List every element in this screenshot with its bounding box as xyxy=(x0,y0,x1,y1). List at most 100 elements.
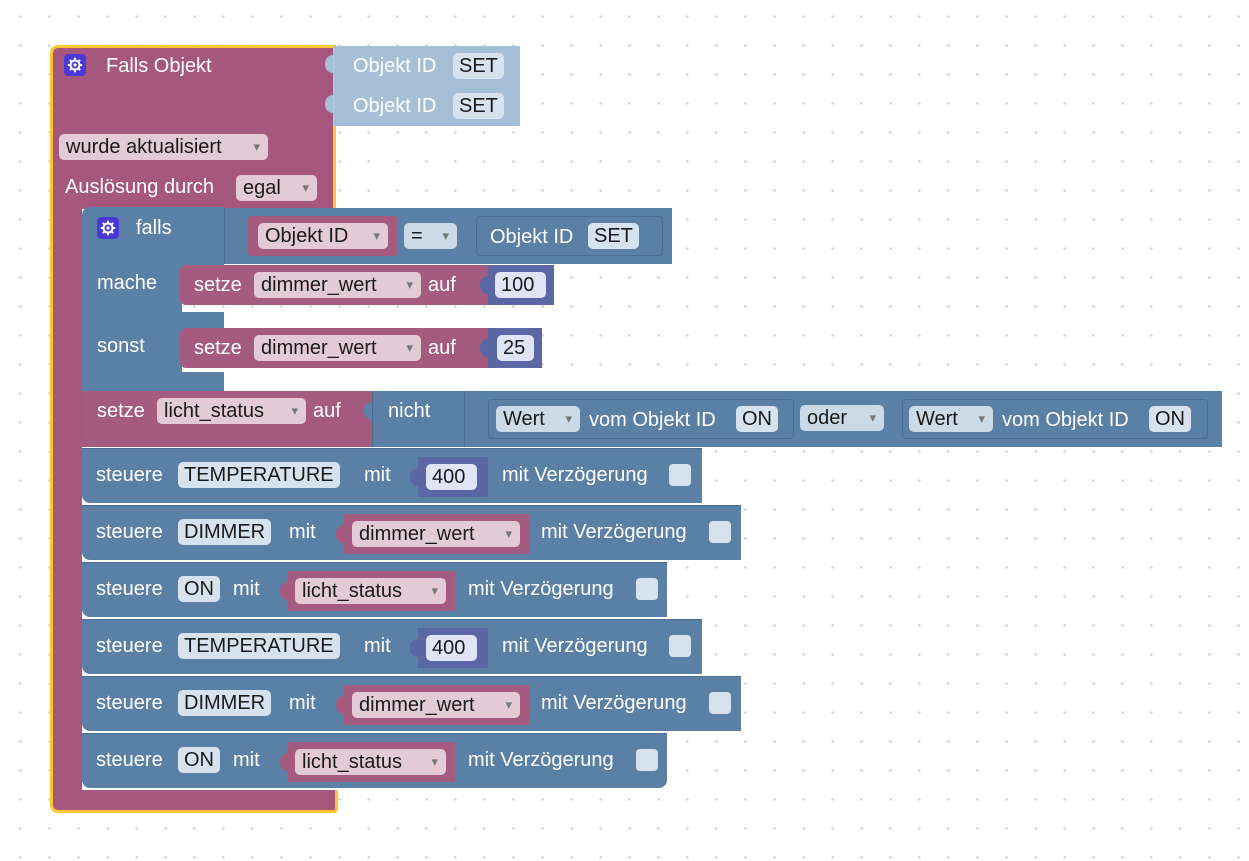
not-block[interactable] xyxy=(372,391,464,447)
set-then-var-dropdown[interactable]: dimmer_wert xyxy=(254,272,421,298)
trigger-block-spine xyxy=(50,205,82,795)
set-status-var-dropdown[interactable]: licht_status xyxy=(157,398,306,424)
value-of-value-1: Wert xyxy=(503,408,545,430)
control-delay-label: mit Verzögerung xyxy=(541,692,687,714)
control-value-notch xyxy=(280,753,288,771)
value-of-value-2: Wert xyxy=(916,408,958,430)
control-target-field[interactable]: ON xyxy=(178,747,220,773)
do-label: mache xyxy=(97,272,158,294)
not-block-notch xyxy=(364,402,372,420)
or-block-notch xyxy=(456,402,464,420)
control-value-notch xyxy=(410,639,418,657)
else-label: sonst xyxy=(97,335,145,357)
set-else-to-label: auf xyxy=(428,337,456,359)
compare-left-value: Objekt ID xyxy=(265,225,349,247)
control-delay-checkbox[interactable] xyxy=(709,692,731,714)
trigger-gear-icon[interactable] xyxy=(64,54,86,76)
set-else-var-value: dimmer_wert xyxy=(261,337,377,359)
control-with-label: mit xyxy=(364,464,391,486)
set-then-var-value: dimmer_wert xyxy=(261,274,377,296)
set-then-value-field[interactable]: 100 xyxy=(495,272,546,298)
control-target-field[interactable]: TEMPERATURE xyxy=(178,462,340,488)
control-delay-label: mit Verzögerung xyxy=(541,521,687,543)
control-delay-checkbox[interactable] xyxy=(636,578,658,600)
control-value-field[interactable]: 400 xyxy=(426,464,477,490)
or-value: oder xyxy=(807,407,848,429)
control-value-dropdown[interactable]: licht_status xyxy=(295,578,446,604)
value-of-dropdown-1[interactable]: Wert xyxy=(496,406,580,432)
compare-right-label: Objekt ID xyxy=(490,226,574,248)
control-label: steuere xyxy=(96,749,163,771)
set-status-var-value: licht_status xyxy=(164,400,265,422)
operator-dropdown[interactable]: = xyxy=(404,223,457,249)
value-of-id-field-1[interactable]: ON xyxy=(736,406,778,432)
trigger-by-dropdown[interactable]: egal xyxy=(236,175,317,201)
operator-value: = xyxy=(411,225,423,247)
if-label: falls xyxy=(136,217,172,239)
control-value-notch xyxy=(410,468,418,486)
value-of-label-2: vom Objekt ID xyxy=(1002,409,1129,431)
control-delay-checkbox[interactable] xyxy=(669,635,691,657)
control-value-text: dimmer_wert xyxy=(359,523,475,545)
trigger-block-frame-right xyxy=(333,45,336,209)
set-else-label: setze xyxy=(194,337,242,359)
control-value-dropdown[interactable]: dimmer_wert xyxy=(352,521,520,547)
control-with-label: mit xyxy=(364,635,391,657)
trigger-id-field-2[interactable]: SET xyxy=(453,93,504,119)
compare-right-field[interactable]: SET xyxy=(588,223,639,249)
control-delay-label: mit Verzögerung xyxy=(468,749,614,771)
control-label: steuere xyxy=(96,635,163,657)
control-delay-checkbox[interactable] xyxy=(669,464,691,486)
control-value-text: licht_status xyxy=(302,580,403,602)
control-block[interactable]: steuere ON mit licht_status mit Verzöger… xyxy=(82,733,667,788)
set-then-to-label: auf xyxy=(428,274,456,296)
trigger-block-footer xyxy=(50,790,338,813)
set-then-notch xyxy=(480,276,488,294)
set-then-label: setze xyxy=(194,274,242,296)
trigger-id-label-2: Objekt ID xyxy=(353,95,437,117)
control-delay-label: mit Verzögerung xyxy=(468,578,614,600)
trigger-input-notch-2 xyxy=(325,95,333,113)
trigger-id-field-1[interactable]: SET xyxy=(453,53,504,79)
trigger-block-header[interactable] xyxy=(50,45,336,209)
control-block[interactable]: steuere ON mit licht_status mit Verzöger… xyxy=(82,562,667,617)
control-target-field[interactable]: DIMMER xyxy=(178,519,272,545)
control-block[interactable]: steuere DIMMER mit dimmer_wert mit Verzö… xyxy=(82,676,741,731)
value-of-label-1: vom Objekt ID xyxy=(589,409,716,431)
or-dropdown[interactable]: oder xyxy=(800,405,884,431)
control-target-field[interactable]: TEMPERATURE xyxy=(178,633,340,659)
control-label: steuere xyxy=(96,464,163,486)
trigger-by-value: egal xyxy=(243,177,281,199)
if-input-notch xyxy=(216,226,224,244)
control-target-field[interactable]: DIMMER xyxy=(178,690,272,716)
if-block-bottom-bar xyxy=(82,372,224,394)
control-value-dropdown[interactable]: dimmer_wert xyxy=(352,692,520,718)
if-block-else-bar xyxy=(82,312,224,330)
value-of-id-field-2[interactable]: ON xyxy=(1149,406,1191,432)
set-else-value-field[interactable]: 25 xyxy=(497,335,534,361)
control-value-notch xyxy=(336,525,344,543)
control-block[interactable]: steuere TEMPERATURE mit 400 mit Verzöger… xyxy=(82,448,702,503)
control-value-field[interactable]: 400 xyxy=(426,635,477,661)
control-block[interactable]: steuere DIMMER mit dimmer_wert mit Verzö… xyxy=(82,505,741,560)
control-block[interactable]: steuere TEMPERATURE mit 400 mit Verzöger… xyxy=(82,619,702,674)
set-else-var-dropdown[interactable]: dimmer_wert xyxy=(254,335,421,361)
control-with-label: mit xyxy=(289,521,316,543)
control-value-dropdown[interactable]: licht_status xyxy=(295,749,446,775)
control-delay-label: mit Verzögerung xyxy=(502,464,648,486)
set-else-notch xyxy=(480,339,488,357)
value-of-dropdown-2[interactable]: Wert xyxy=(909,406,993,432)
control-delay-checkbox[interactable] xyxy=(709,521,731,543)
control-value-notch xyxy=(336,696,344,714)
control-value-text: licht_status xyxy=(302,751,403,773)
control-delay-checkbox[interactable] xyxy=(636,749,658,771)
trigger-event-value: wurde aktualisiert xyxy=(66,136,222,158)
compare-left-dropdown[interactable]: Objekt ID xyxy=(258,223,388,249)
if-gear-icon[interactable] xyxy=(97,217,119,239)
control-target-field[interactable]: ON xyxy=(178,576,220,602)
trigger-id-label-1: Objekt ID xyxy=(353,55,437,77)
trigger-event-dropdown[interactable]: wurde aktualisiert xyxy=(59,134,268,160)
trigger-title: Falls Objekt xyxy=(106,55,212,77)
control-with-label: mit xyxy=(289,692,316,714)
